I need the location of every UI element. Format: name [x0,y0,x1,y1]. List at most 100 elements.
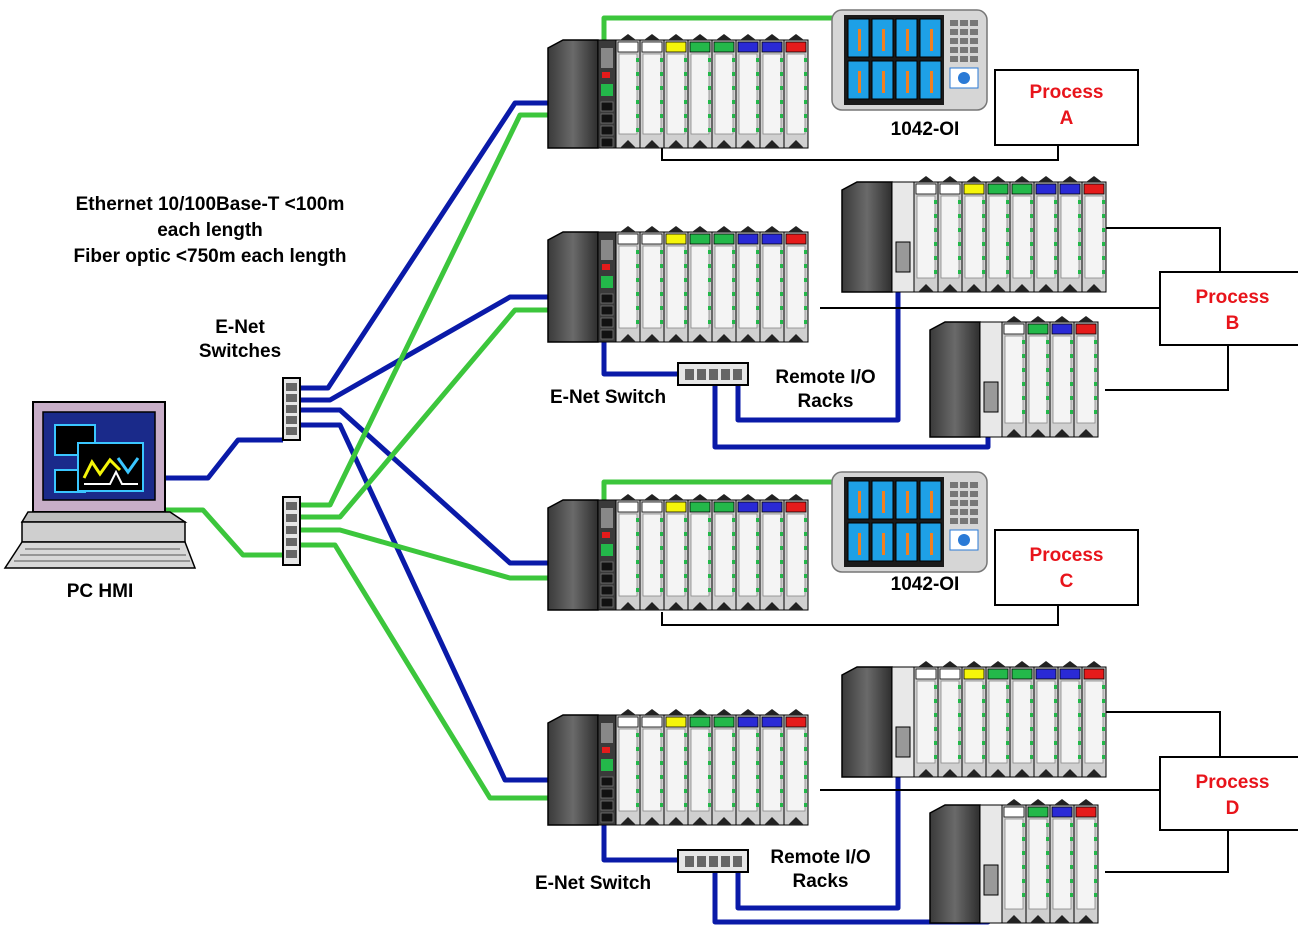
io-module-blue [735,714,761,826]
io-module-yellow [663,39,689,149]
small-switch-to-remote-b1 [735,280,901,423]
io-module-blue [759,499,785,611]
process-b-box [1159,271,1298,346]
enet-switches-label: E-Net Switches [180,316,300,364]
rack-a-to-oi-fiber [601,15,835,45]
power-supply [929,321,981,438]
io-module-green [711,39,737,149]
io-module-white [913,181,939,293]
rack-c-to-oi-fiber [601,479,835,505]
io-module-white [937,181,963,293]
io-module-red [783,231,809,343]
io-module-blue [1057,181,1083,293]
remote-rack-d2 [929,799,1099,924]
keyboard-keys [14,548,190,562]
process-boxes [994,69,1298,831]
io-module-yellow [961,666,987,778]
io-module-blue [1049,321,1075,438]
enet-switches-label-line2: Switches [198,341,282,362]
io-module-green [687,39,713,149]
cpu-module [597,39,617,149]
enet-switch-lower-label: E-Net Switch [534,873,652,894]
process-b-line1: Process [1195,287,1270,308]
io-module-blue [1049,804,1075,924]
computer-base [20,511,188,523]
io-module-green [1009,666,1035,778]
pc-to-switch-fiber [165,507,283,558]
io-module-red [1073,804,1099,924]
comm-module [891,181,915,293]
io-module-blue [735,231,761,343]
io-module-white [1001,804,1027,924]
process-d-label: Process D [1160,770,1298,822]
switch-to-rack-d-fiber [300,542,600,801]
enet-switch-ethernet [282,377,301,441]
io-module-blue [1033,181,1059,293]
power-supply [547,39,599,149]
process-d-line2: D [1225,798,1240,819]
process-b-line2: B [1225,313,1240,334]
remote-io-lower-line2: Racks [792,871,849,892]
io-module-green [687,499,713,611]
io-module-blue [759,714,785,826]
wire-rack-c-process-c [661,605,1059,626]
io-module-blue [735,39,761,149]
process-wiring [661,145,1229,873]
io-module-yellow [663,231,689,343]
network-note-line2: each length [157,220,263,241]
io-module-green [711,714,737,826]
network-note-line1: Ethernet 10/100Base-T <100m [75,194,345,215]
process-c-line2: C [1059,571,1074,592]
io-module-blue [1033,666,1059,778]
cpu-module [597,714,617,826]
wire-remote-b1-process-b [1105,227,1221,272]
io-module-green [687,714,713,826]
process-a-box [994,69,1139,146]
io-module-green [1025,321,1051,438]
comm-module [979,804,1003,924]
operator-interfaces [831,9,988,573]
power-supply [547,499,599,611]
io-module-green [1009,181,1035,293]
enet-switch-upper-label: E-Net Switch [549,387,667,408]
cpu-module [597,231,617,343]
power-supply [841,666,893,778]
io-module-blue [735,499,761,611]
remote-rack-b2 [929,316,1099,438]
enet-switch-fiber [282,496,301,566]
io-module-green [985,666,1011,778]
process-b-label: Process B [1160,285,1298,337]
remote-io-upper-label: Remote I/O Racks [758,366,893,414]
small-enet-switch-lower [677,849,749,873]
remote-io-lower-line1: Remote I/O [770,847,871,868]
io-module-yellow [663,499,689,611]
pc-to-switch-ethernet [165,437,283,481]
graph-trace-yellow [82,457,122,479]
power-supply [841,181,893,293]
io-module-red [783,714,809,826]
remote-rack-d1 [841,661,1107,778]
graph-trace-white [84,469,138,485]
process-c-line1: Process [1029,545,1104,566]
process-a-line1: Process [1029,82,1104,103]
process-c-box [994,529,1139,606]
power-supply [547,231,599,343]
remote-io-lower-label: Remote I/O Racks [753,846,888,894]
graph-trace-cyan [116,457,140,475]
io-module-green [711,231,737,343]
controller-racks [547,34,1107,924]
wire-rack-a-process-a [661,145,1059,161]
computer-unit [21,521,186,543]
io-module-red [1073,321,1099,438]
io-module-white [639,714,665,826]
io-module-white [615,714,641,826]
remote-rack-b1 [841,176,1107,293]
comm-module [891,666,915,778]
wire-remote-d1-process-d [1105,711,1221,757]
io-module-white [1001,321,1027,438]
io-module-red [1081,666,1107,778]
io-module-white [615,499,641,611]
io-module-green [711,499,737,611]
process-c-label: Process C [995,543,1138,595]
enet-switches-label-line1: E-Net [215,317,265,338]
